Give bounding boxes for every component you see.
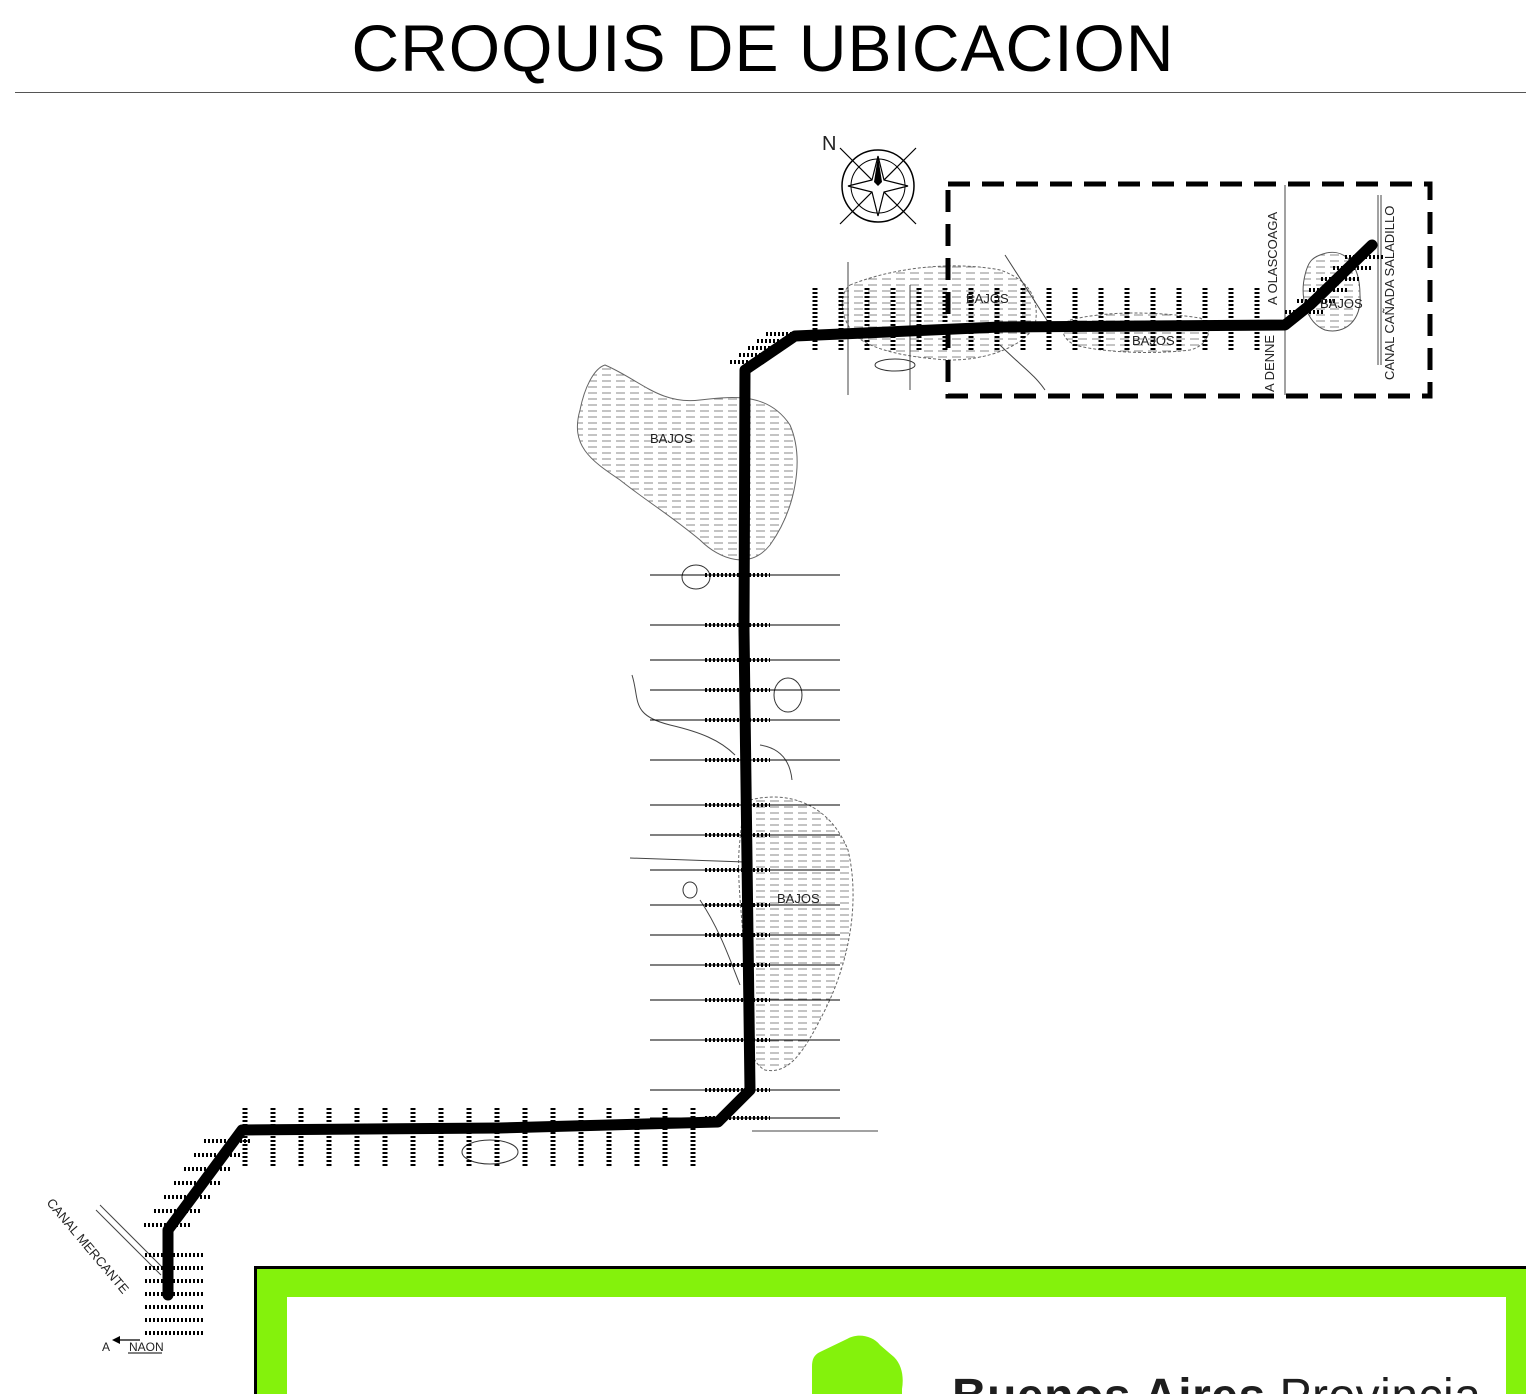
arrow-left-icon [112, 1336, 140, 1344]
bajos-label: BAJOS [777, 891, 820, 906]
denne-label: A DENNE [1262, 335, 1277, 392]
canal-mercante-label: CANAL MERCANTE [44, 1195, 132, 1296]
province-logo-icon [812, 1335, 903, 1394]
naon-arrow-label: A [102, 1340, 110, 1354]
footer-inner-area: Buenos Aires Provincia [287, 1297, 1506, 1394]
canal-canada-label: CANAL CAÑADA SALADILLO [1382, 206, 1397, 380]
title-divider [15, 92, 1526, 93]
pond [682, 881, 698, 899]
bajos-label: BAJOS [966, 291, 1009, 306]
olascoaga-label: A OLASCOAGA [1265, 211, 1280, 305]
highlight-zone-box [945, 181, 1433, 399]
lowland-area-south [738, 796, 854, 1072]
brand-bold-text: Buenos Aires [952, 1370, 1266, 1394]
north-compass-icon [839, 147, 917, 225]
lowland-area-north [841, 265, 1037, 361]
bajos-label: BAJOS [1132, 333, 1175, 348]
page-title: CROQUIS DE UBICACION [351, 11, 1175, 85]
footer-panel: Buenos Aires Provincia [254, 1266, 1526, 1394]
brand-thin-text: Provincia [1279, 1370, 1481, 1394]
north-label: N [822, 133, 836, 155]
pond [874, 358, 916, 372]
pond [461, 1139, 519, 1165]
secondary-lines [95, 185, 1382, 1276]
brand-wordmark: Buenos Aires Provincia [952, 1369, 1481, 1394]
main-road-alignment [162, 239, 1378, 1301]
lowland-area-west [576, 364, 798, 561]
bajos-label: BAJOS [1320, 296, 1363, 311]
naon-label: NAON [129, 1340, 164, 1354]
bajos-label: BAJOS [650, 431, 693, 446]
pond [773, 677, 803, 713]
